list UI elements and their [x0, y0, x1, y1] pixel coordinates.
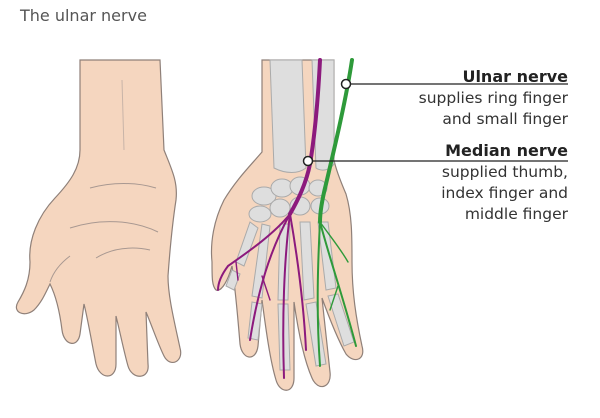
right-hand-dorsal	[210, 58, 364, 391]
wrist-crease	[89, 183, 157, 189]
median-nerve-desc-line: index finger and	[441, 184, 568, 202]
finger-bones	[225, 221, 355, 371]
median-nerve-title: Median nerve	[445, 141, 568, 160]
left-hand-palm	[15, 59, 182, 377]
ulnar-nerve-title: Ulnar nerve	[462, 67, 568, 86]
palm-crease	[95, 247, 151, 259]
ulnar-pointer-dot	[340, 78, 352, 90]
ulnar-nerve-label: Ulnar nerve supplies ring finger and sma…	[419, 66, 568, 130]
figure-title: The ulnar nerve	[20, 6, 147, 25]
leader-lines	[308, 83, 568, 162]
ulnar-nerve-desc-line: and small finger	[442, 110, 568, 128]
median-nerve-desc-line: middle finger	[464, 205, 568, 223]
median-nerve-label: Median nerve supplied thumb, index finge…	[441, 140, 568, 225]
forearm-line	[121, 79, 125, 151]
median-pointer-dot	[302, 155, 314, 167]
ulnar-nerve	[316, 58, 357, 367]
ulnar-nerve-desc-line: supplies ring finger	[418, 89, 568, 107]
radius-bone	[269, 59, 307, 173]
median-nerve-desc-line: supplied thumb,	[441, 163, 568, 181]
left-hand-outline	[15, 59, 182, 377]
palm-crease	[69, 221, 159, 233]
thumb-crease	[49, 255, 71, 283]
